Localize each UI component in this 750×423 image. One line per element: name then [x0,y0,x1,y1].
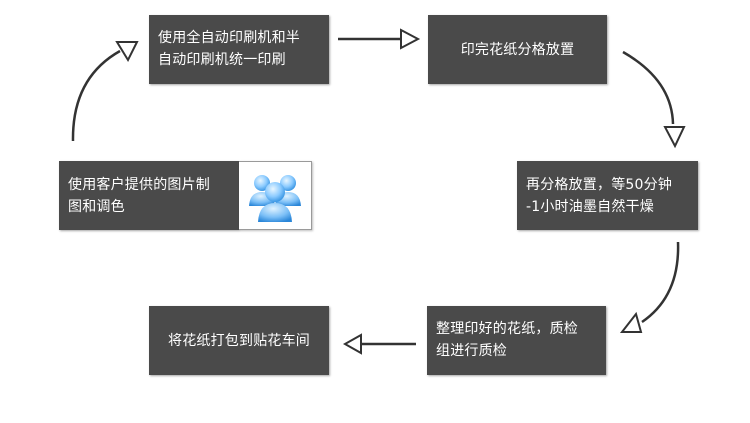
users-group-icon [249,175,301,222]
step-design-and-color-box: 使用客户提供的图片制 图和调色 [59,161,239,230]
step-design-and-color: 使用客户提供的图片制 图和调色 [59,161,312,230]
step-packing-line-1: 将花纸打包到贴花车间 [168,332,310,349]
arrow-step4-to-step5 [342,333,416,355]
step-sort-after-print: 印完花纸分格放置 [428,15,607,84]
arrow-step1-to-step2 [338,28,421,50]
users-group-icon-panel [239,161,312,230]
step-design-and-color-line-1: 使用客户提供的图片制 [68,177,210,193]
step-printing-line-1: 使用全自动印刷机和半 [158,30,300,46]
step-ink-drying-line-1: 再分格放置，等50分钟 [526,177,673,193]
step-sort-after-print-line-1: 印完花纸分格放置 [460,41,575,58]
step-printing: 使用全自动印刷机和半 自动印刷机统一印刷 [149,15,329,84]
arrow-step0-to-step1 [71,41,139,142]
step-packing: 将花纸打包到贴花车间 [149,306,329,375]
step-design-and-color-line-2: 图和调色 [68,199,125,215]
arrow-step3-to-step4 [619,241,680,333]
step-ink-drying-line-2: -1小时油墨自然干燥 [526,199,654,215]
step-printing-line-2: 自动印刷机统一印刷 [158,52,286,68]
arrow-step2-to-step3 [622,50,686,149]
step-quality-check-line-1: 整理印好的花纸，质检 [436,321,578,337]
step-ink-drying: 再分格放置，等50分钟 -1小时油墨自然干燥 [517,161,698,230]
step-quality-check-line-2: 组进行质检 [436,343,507,359]
step-quality-check: 整理印好的花纸，质检 组进行质检 [427,306,606,375]
